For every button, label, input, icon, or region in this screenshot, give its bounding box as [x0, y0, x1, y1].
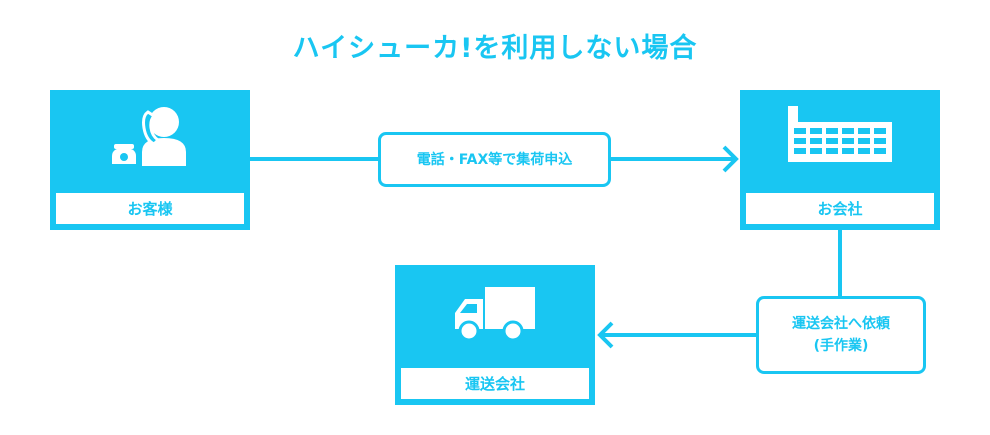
- carrier-label: 運送会社: [401, 368, 589, 399]
- edge-label-manual-request: 運送会社へ依頼 (手作業): [756, 296, 926, 374]
- diagram-title: ハイシューカ!を利用しない場合: [292, 33, 698, 64]
- customer-node: お客様: [50, 90, 250, 230]
- edge-label-call-fax-text: 電話・FAX等で集荷申込: [416, 151, 573, 168]
- phone-person-icon: [112, 107, 186, 166]
- connector-to-carrier: [600, 333, 758, 337]
- truck-icon: [455, 287, 535, 342]
- carrier-node: 運送会社: [395, 265, 595, 405]
- connector-company-down: [838, 230, 842, 296]
- edge-label-call-fax: 電話・FAX等で集荷申込: [378, 132, 611, 187]
- company-label: お会社: [746, 193, 934, 224]
- building-icon: [788, 106, 892, 162]
- edge-label-manual-request-line1: 運送会社へ依頼: [792, 316, 890, 332]
- arrowhead-left-icon: [597, 321, 614, 349]
- customer-label: お客様: [56, 193, 244, 224]
- arrowhead-right-icon: [722, 145, 739, 173]
- edge-label-manual-request-line2: (手作業): [813, 338, 869, 354]
- company-node: お会社: [740, 90, 940, 230]
